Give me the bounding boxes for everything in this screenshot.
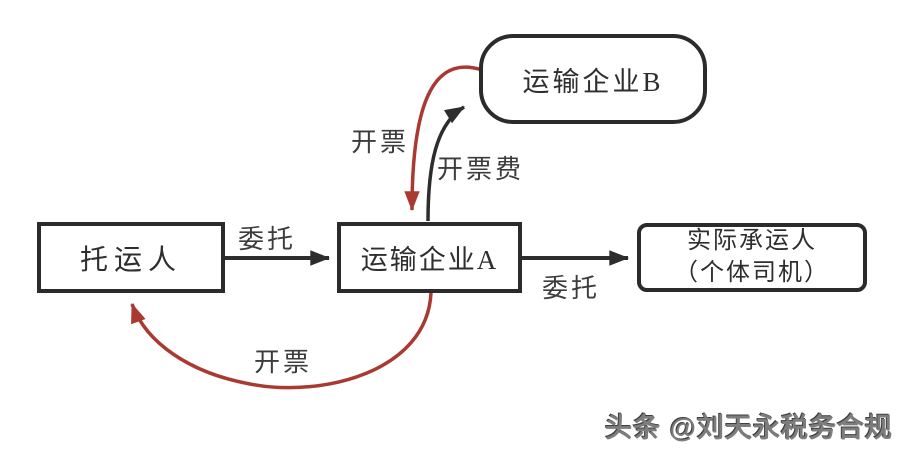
node-shipper-label: 托运人 bbox=[79, 244, 182, 276]
node-company-a: 运输企业A bbox=[337, 222, 522, 293]
node-shipper: 托运人 bbox=[37, 222, 225, 293]
node-actual-carrier-label-line2: （个体司机） bbox=[674, 259, 830, 286]
watermark-toutiao: 头条 @刘天永税务合规 bbox=[605, 413, 893, 443]
edge-label-entrust-right: 委托 bbox=[541, 274, 600, 303]
node-actual-carrier-label-line1: 实际承运人 bbox=[687, 228, 817, 255]
node-company-b: 运输企业B bbox=[479, 34, 707, 124]
edge-label-entrust-left: 委托 bbox=[237, 225, 296, 254]
edge-label-invoice-b-to-a: 开票 bbox=[350, 128, 409, 157]
edge-label-invoice-fee: 开票费 bbox=[437, 155, 525, 184]
edge-label-invoice-a-to-shipper: 开票 bbox=[253, 348, 312, 377]
node-company-b-label: 运输企业B bbox=[522, 66, 664, 97]
arrow-invoice-fee-a-to-b bbox=[426, 105, 465, 222]
node-company-a-label: 运输企业A bbox=[360, 245, 499, 275]
arrow-invoice-a-to-shipper bbox=[130, 292, 433, 390]
node-actual-carrier: 实际承运人 （个体司机） bbox=[637, 223, 867, 292]
arrow-invoice-b-to-a bbox=[404, 65, 483, 212]
